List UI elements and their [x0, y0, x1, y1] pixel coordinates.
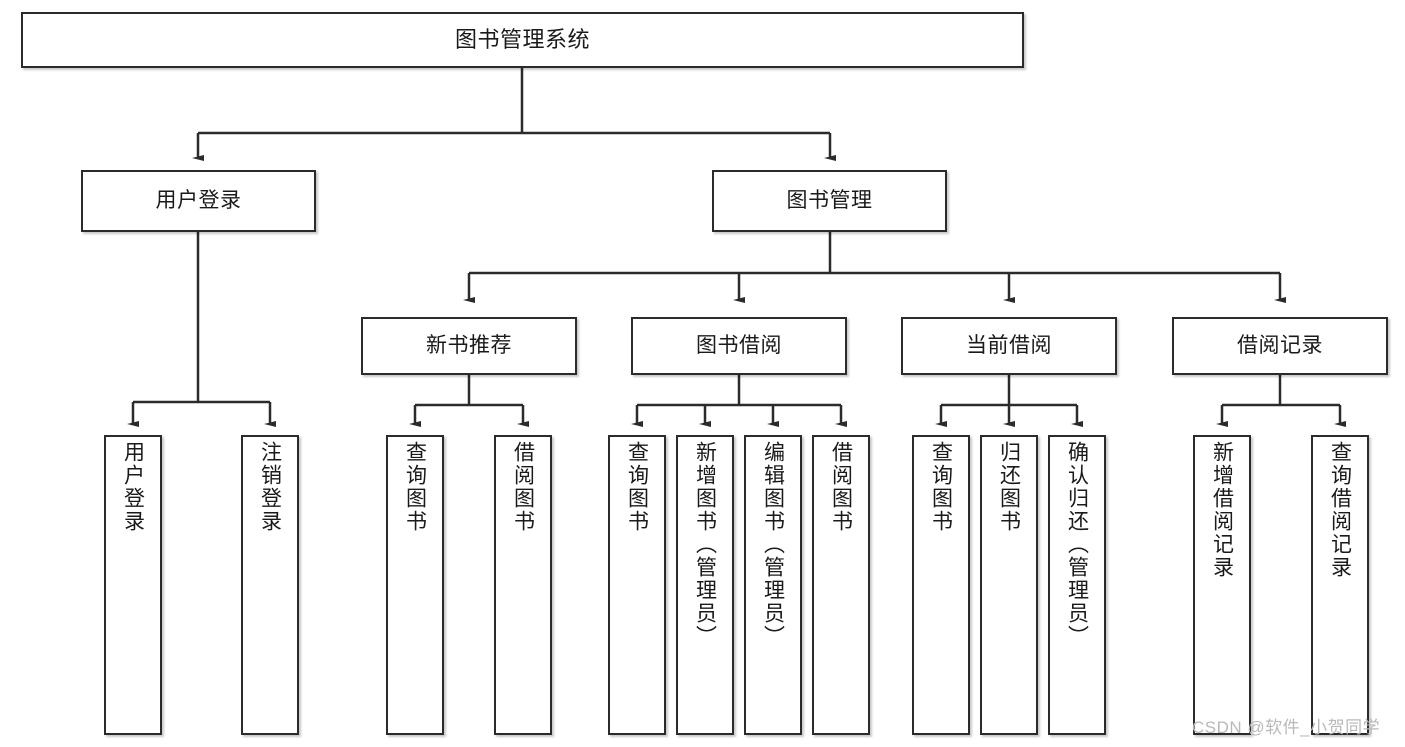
leaf-borrow-borrow-book[interactable]: 借阅图书 [812, 435, 870, 735]
leaf-user-login-login-label: 用户登录 [121, 441, 145, 533]
node-book-borrow[interactable]: 图书借阅 [631, 317, 847, 375]
leaf-records-add-label: 新增借阅记录 [1210, 441, 1234, 579]
leaf-current-return-book-label: 归还图书 [997, 441, 1021, 533]
node-book-management[interactable]: 图书管理 [712, 170, 947, 232]
leaf-borrow-query-book[interactable]: 查询图书 [608, 435, 666, 735]
node-user-login[interactable]: 用户登录 [81, 170, 316, 232]
leaf-borrow-edit-book[interactable]: 编辑图书（管理员） [744, 435, 802, 735]
leaf-user-login-logout[interactable]: 注销登录 [241, 435, 299, 735]
node-current-borrow-label: 当前借阅 [966, 333, 1052, 357]
leaf-new-books-query[interactable]: 查询图书 [386, 435, 444, 735]
leaf-borrow-edit-book-label: 编辑图书（管理员） [761, 441, 785, 648]
leaf-borrow-add-book-label: 新增图书（管理员） [693, 441, 717, 648]
node-new-book-recommend-label: 新书推荐 [426, 333, 512, 357]
leaf-new-books-borrow-label: 借阅图书 [511, 441, 535, 533]
node-user-login-label: 用户登录 [155, 188, 242, 212]
node-new-book-recommend[interactable]: 新书推荐 [361, 317, 577, 375]
leaf-new-books-borrow[interactable]: 借阅图书 [494, 435, 552, 735]
node-root-label: 图书管理系统 [454, 27, 590, 53]
leaf-user-login-logout-label: 注销登录 [258, 441, 282, 533]
leaf-current-query-book[interactable]: 查询图书 [912, 435, 970, 735]
leaf-current-confirm-return-label: 确认归还（管理员） [1065, 441, 1089, 648]
leaf-records-query-label: 查询借阅记录 [1328, 441, 1352, 579]
leaf-current-confirm-return[interactable]: 确认归还（管理员） [1048, 435, 1106, 735]
leaf-current-query-book-label: 查询图书 [929, 441, 953, 533]
csdn-watermark: CSDN @软件_小贺同学 [1192, 718, 1381, 737]
leaf-borrow-borrow-book-label: 借阅图书 [829, 441, 853, 533]
leaf-user-login-login[interactable]: 用户登录 [104, 435, 162, 735]
leaf-borrow-query-book-label: 查询图书 [625, 441, 649, 533]
node-borrow-records[interactable]: 借阅记录 [1172, 317, 1388, 375]
node-current-borrow[interactable]: 当前借阅 [901, 317, 1117, 375]
leaf-borrow-add-book[interactable]: 新增图书（管理员） [676, 435, 734, 735]
node-borrow-records-label: 借阅记录 [1237, 333, 1323, 357]
node-root[interactable]: 图书管理系统 [21, 12, 1024, 68]
leaf-current-return-book[interactable]: 归还图书 [980, 435, 1038, 735]
leaf-records-query[interactable]: 查询借阅记录 [1311, 435, 1369, 735]
leaf-new-books-query-label: 查询图书 [403, 441, 427, 533]
node-book-management-label: 图书管理 [786, 188, 873, 212]
node-book-borrow-label: 图书借阅 [696, 333, 782, 357]
leaf-records-add[interactable]: 新增借阅记录 [1193, 435, 1251, 735]
